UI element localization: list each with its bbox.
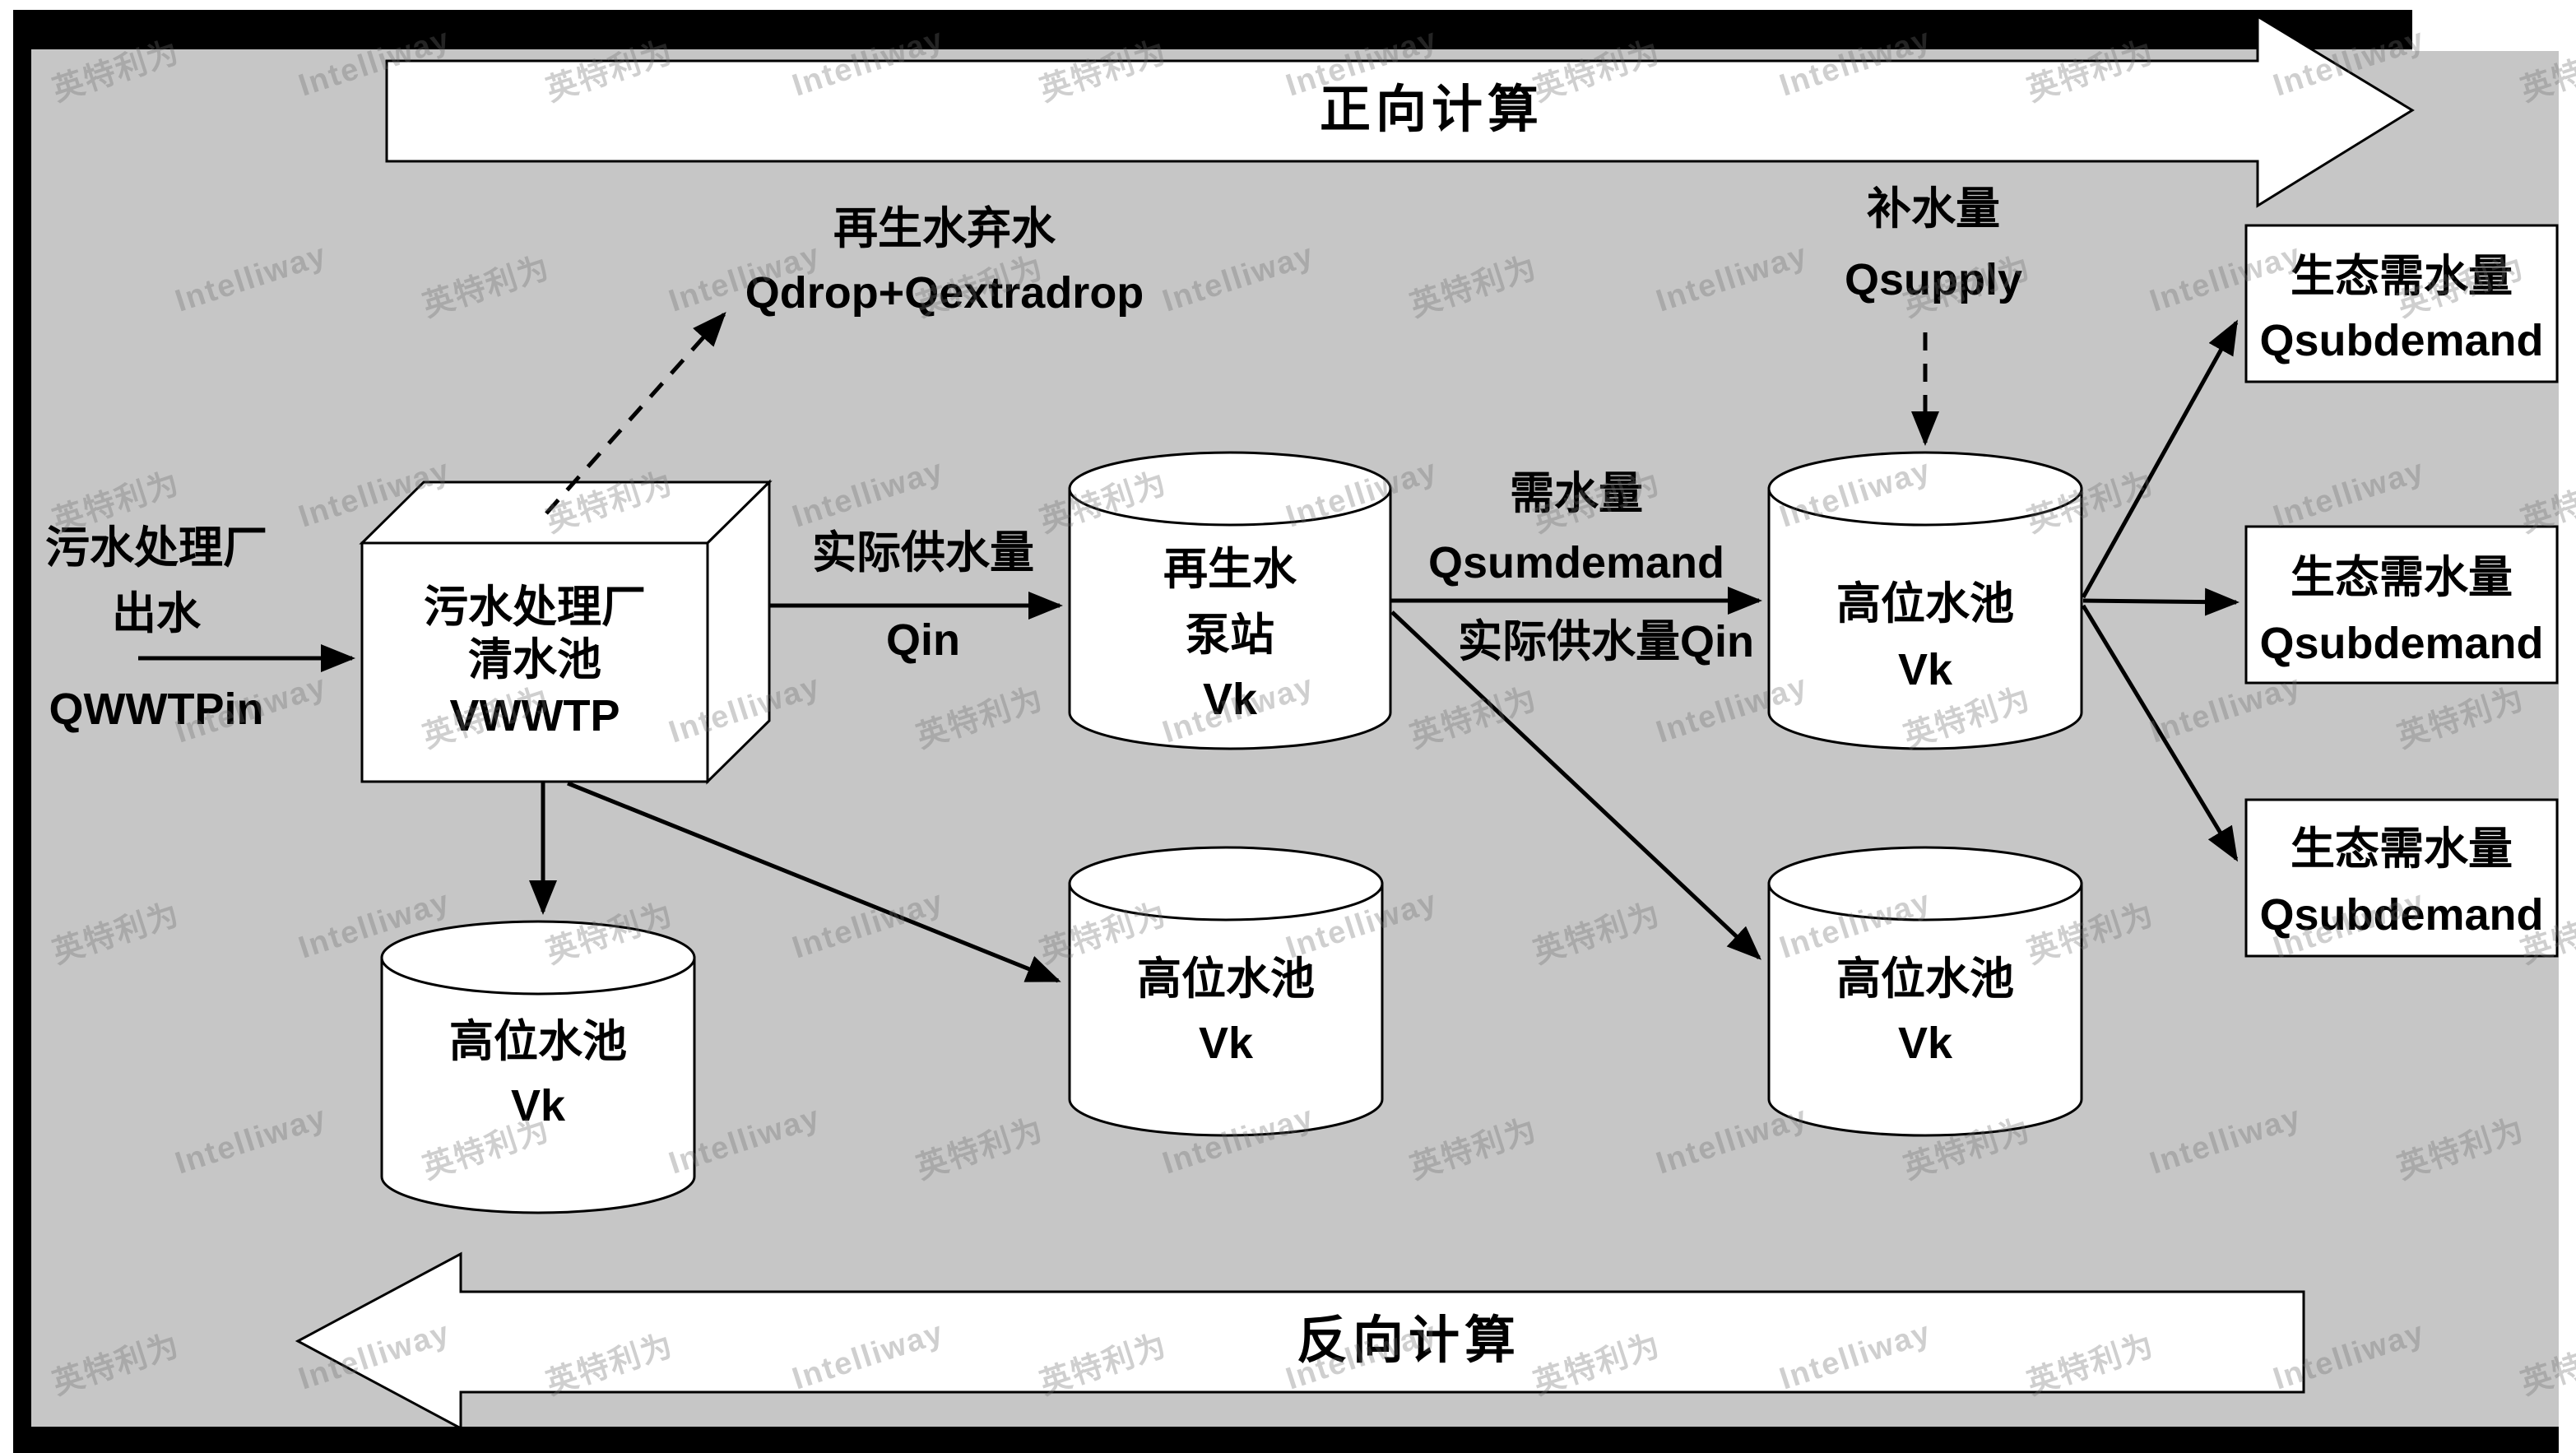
inflow-label-line1: 污水处理厂 (45, 523, 267, 573)
arrow-pump-to-bottom-right-tank (1390, 610, 1761, 960)
elevated-tank-bottom-right-cylinder (1767, 846, 2083, 1137)
eco-demand-bottom-box (2244, 798, 2559, 958)
eco-demand-middle-line1: 生态需水量 (2291, 553, 2513, 602)
top-black-bar (13, 10, 2412, 49)
demand-label-line1: 需水量 (1510, 469, 1643, 518)
actual-supply-label-line1: 实际供水量 (812, 528, 1034, 578)
left-black-bar (13, 10, 31, 1453)
eco-demand-top-box (2244, 224, 2559, 383)
elevated-tank-bottom-right-code: Vk (1897, 1019, 1953, 1068)
eco-demand-top-code: Qsubdemand (2259, 316, 2544, 365)
wwtp-tank-box-front-face (360, 541, 709, 783)
elevated-tank-top-code: Vk (1897, 645, 1953, 694)
elevated-tank-bottom-left-cylinder (380, 920, 696, 1214)
arrow-tank-to-eco-middle (2082, 587, 2239, 616)
eco-demand-bottom-line1: 生态需水量 (2291, 824, 2513, 874)
pump-station-code: Vk (1202, 675, 1258, 724)
forward-calculation-arrow (385, 14, 2415, 208)
arrow-box-to-bottom-middle-tank (567, 781, 1061, 983)
wwtp-tank-box-top-face (359, 480, 773, 545)
eco-demand-bottom-code: Qsubdemand (2259, 890, 2544, 940)
pump-station-line2: 泵站 (1186, 610, 1274, 660)
backward-banner-label: 反向计算 (1296, 1312, 1521, 1369)
eco-demand-top-line1: 生态需水量 (2291, 252, 2513, 301)
eco-demand-middle-box (2244, 525, 2559, 685)
backward-calculation-arrow (295, 1251, 2305, 1431)
inflow-label-code: QWWTPin (49, 685, 264, 734)
eco-demand-middle-code: Qsubdemand (2259, 619, 2544, 668)
replenish-label-line2: Qsupply (1844, 255, 2023, 304)
elevated-tank-top-cylinder (1767, 451, 2083, 750)
demand-label-line2: Qsumdemand (1427, 538, 1725, 587)
actual-supply-label-line2: Qin (886, 615, 960, 665)
wwtp-tank-box (359, 479, 773, 785)
inflow-label-line2: 出水 (112, 589, 201, 638)
top-right-white-corner (2412, 0, 2576, 51)
demand-label-line3: 实际供水量Qin (1458, 617, 1754, 666)
bottom-black-bar (13, 1427, 2559, 1453)
elevated-tank-bottom-left-code: Vk (510, 1081, 566, 1130)
pump-station-line1: 再生水 (1163, 545, 1297, 594)
arrow-tank-to-eco-bottom (2081, 604, 2239, 862)
drop-label-line1: 再生水弃水 (833, 204, 1056, 253)
wwtp-tank-line2: 清水池 (468, 635, 601, 685)
elevated-tank-top-line1: 高位水池 (1836, 579, 2014, 629)
wwtp-tank-code: VWWTP (449, 691, 620, 740)
wwtp-tank-line1: 污水处理厂 (424, 583, 646, 632)
forward-banner-label: 正向计算 (1319, 81, 1544, 138)
elevated-tank-bottom-middle-cylinder (1068, 846, 1384, 1137)
elevated-tank-bottom-left-line1: 高位水池 (449, 1017, 627, 1066)
elevated-tank-bottom-middle-line1: 高位水池 (1137, 954, 1315, 1004)
arrow-box-to-drop-dashed (545, 312, 726, 515)
drop-label-line2: Qdrop+Qextradrop (745, 268, 1144, 318)
elevated-tank-bottom-right-line1: 高位水池 (1836, 954, 2014, 1004)
arrow-tank-to-eco-top (2081, 319, 2239, 599)
elevated-tank-bottom-middle-code: Vk (1198, 1019, 1254, 1068)
replenish-label-line1: 补水量 (1867, 184, 2000, 234)
pump-station-cylinder (1068, 451, 1392, 750)
